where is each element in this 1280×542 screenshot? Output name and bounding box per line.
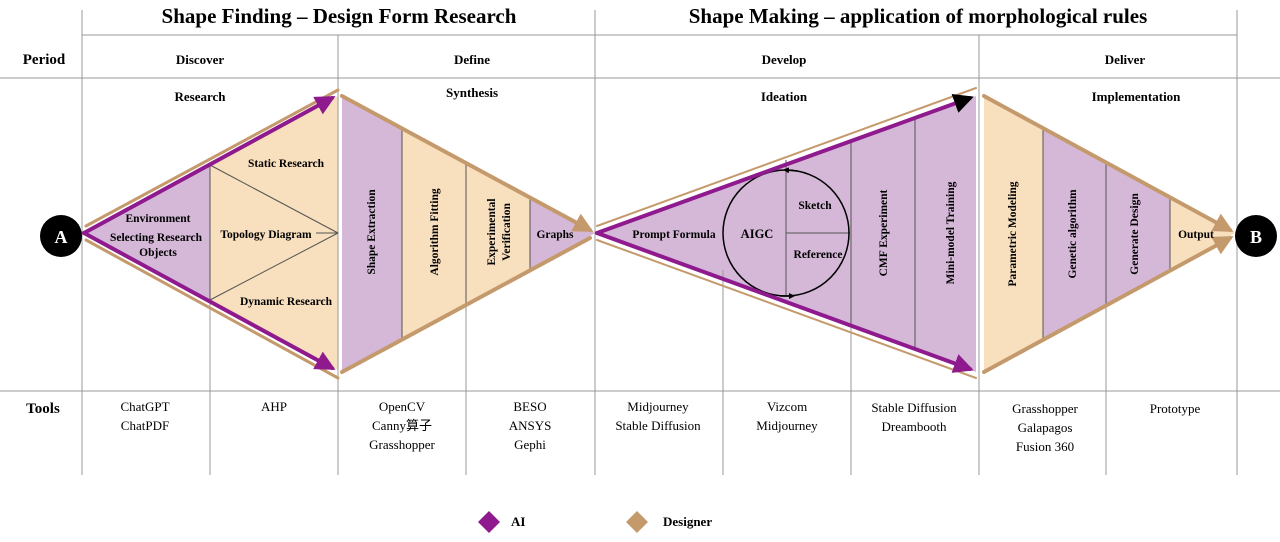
- tools-row: ChatGPT ChatPDF AHP OpenCV Canny算子 Grass…: [120, 399, 1200, 454]
- tool-dreambooth: Dreambooth: [882, 419, 947, 434]
- legend-ai-label: AI: [511, 514, 525, 529]
- ai-flow-develop-lower: [595, 231, 974, 373]
- discover-research-region: [210, 96, 338, 370]
- divider-topology-lower: [209, 232, 339, 301]
- divider-topology-upper: [209, 164, 339, 234]
- define-experimental-line2: Verification: [501, 203, 513, 261]
- tool-midjourney-2: Midjourney: [756, 418, 818, 433]
- ai-flow-discover-lower: [82, 231, 336, 370]
- deliver-parametric-modeling: Parametric Modeling: [1007, 181, 1019, 286]
- deliver-output-region: [1170, 198, 1235, 272]
- row-label-period: Period: [23, 52, 66, 68]
- deliver-generate-region: [1106, 163, 1170, 306]
- tool-galapagos: Galapagos: [1018, 420, 1073, 435]
- legend-designer-label: Designer: [663, 514, 712, 529]
- define-shape-extraction-region: [342, 96, 402, 372]
- discover-labels: Environment Selecting Research Objects S…: [110, 158, 333, 308]
- designer-flow-discover-outer-upper: [84, 88, 340, 228]
- tool-canny: Canny算子: [372, 418, 432, 433]
- tool-grasshopper-define: Grasshopper: [369, 437, 435, 452]
- deliver-output: Output: [1178, 229, 1214, 241]
- tool-stable-diffusion-1: Stable Diffusion: [615, 418, 701, 433]
- stage-ideation: Ideation: [761, 89, 808, 104]
- define-experimental-line1: Experimental: [486, 198, 498, 265]
- develop-cmf-experiment: CMF Experiment: [878, 189, 890, 276]
- develop-prompt-formula: Prompt Formula: [632, 229, 715, 241]
- deliver-generate-design: Generate Design: [1129, 193, 1141, 275]
- node-b-circle: [1235, 215, 1277, 257]
- tool-beso: BESO: [513, 399, 546, 414]
- develop-labels: Prompt Formula AIGC Sketch Reference CMF…: [632, 181, 957, 284]
- tool-vizcom: Vizcom: [767, 399, 807, 414]
- legend-ai-icon: [478, 511, 500, 533]
- designer-flow-deliver-upper: [982, 94, 1234, 232]
- designer-flow-develop-outer-lower: [596, 239, 977, 379]
- node-a-circle: [40, 215, 82, 257]
- tool-ansys: ANSYS: [509, 418, 552, 433]
- phase-discover: Discover: [176, 52, 225, 67]
- node-b-label: B: [1250, 227, 1262, 247]
- tool-grasshopper-deliver: Grasshopper: [1012, 401, 1078, 416]
- deliver-labels: Parametric Modeling Genetic algorithm Ge…: [1007, 181, 1214, 286]
- deliver-genetic-region: [1043, 128, 1106, 340]
- define-graphs-region: [530, 198, 595, 272]
- develop-mini-model-training: Mini-model Training: [945, 181, 957, 284]
- discover-topology-diagram: Topology Diagram: [220, 229, 312, 241]
- tool-chatpdf: ChatPDF: [121, 418, 169, 433]
- flow-arrows: [82, 87, 1234, 380]
- tool-midjourney-1: Midjourney: [627, 399, 689, 414]
- stage-implementation: Implementation: [1092, 89, 1182, 104]
- define-experimental-region: [466, 163, 530, 306]
- phase-develop: Develop: [762, 52, 807, 67]
- ai-flow-discover-upper: [82, 96, 336, 235]
- define-graphs: Graphs: [536, 229, 574, 241]
- define-algorithm-fitting: Algorithm Fitting: [429, 188, 441, 275]
- develop-aigc: AIGC: [741, 227, 774, 241]
- interior-dividers: [209, 119, 1171, 349]
- deliver-genetic-algorithm: Genetic algorithm: [1067, 189, 1079, 279]
- discover-dynamic-research: Dynamic Research: [240, 296, 333, 308]
- develop-reference: Reference: [794, 249, 843, 261]
- deliver-parametric-region: [984, 96, 1043, 372]
- discover-environment-line3: Objects: [139, 247, 177, 259]
- header-shape-making: Shape Making – application of morphologi…: [689, 4, 1148, 28]
- tool-fusion-360: Fusion 360: [1016, 439, 1074, 454]
- discover-environment-line2: Selecting Research: [110, 232, 203, 244]
- develop-sketch: Sketch: [798, 200, 832, 212]
- legend-designer-icon: [626, 511, 648, 533]
- tool-prototype: Prototype: [1150, 401, 1201, 416]
- stage-synthesis: Synthesis: [446, 85, 498, 100]
- phase-deliver: Deliver: [1105, 52, 1146, 67]
- tool-chatgpt: ChatGPT: [120, 399, 169, 414]
- phase-define: Define: [454, 52, 490, 67]
- define-algorithm-fitting-region: [402, 128, 466, 340]
- stage-research: Research: [174, 89, 226, 104]
- node-a-label: A: [55, 227, 68, 247]
- aigc-loop-arrow-top: [783, 167, 798, 174]
- designer-flow-define-lower: [340, 236, 592, 374]
- tool-opencv: OpenCV: [379, 399, 426, 414]
- define-labels: Shape Extraction Algorithm Fitting Exper…: [366, 188, 574, 275]
- tool-gephi: Gephi: [514, 437, 546, 452]
- tool-stable-diffusion-2: Stable Diffusion: [871, 400, 957, 415]
- discover-static-research: Static Research: [248, 158, 325, 170]
- designer-flow-develop-outer-upper: [596, 87, 977, 227]
- designer-flow-deliver-lower: [982, 236, 1234, 374]
- designer-flow-discover-outer-lower: [84, 238, 340, 380]
- row-label-tools: Tools: [26, 401, 60, 417]
- discover-environment-line1: Environment: [126, 213, 191, 225]
- define-shape-extraction: Shape Extraction: [366, 189, 378, 275]
- ai-flow-develop-upper: [595, 94, 974, 235]
- designer-flow-define-upper: [340, 94, 594, 232]
- tool-ahp: AHP: [261, 399, 287, 414]
- legend: AI Designer: [478, 511, 712, 533]
- header-shape-finding: Shape Finding – Design Form Research: [162, 4, 517, 28]
- discover-environment-region: [82, 165, 210, 300]
